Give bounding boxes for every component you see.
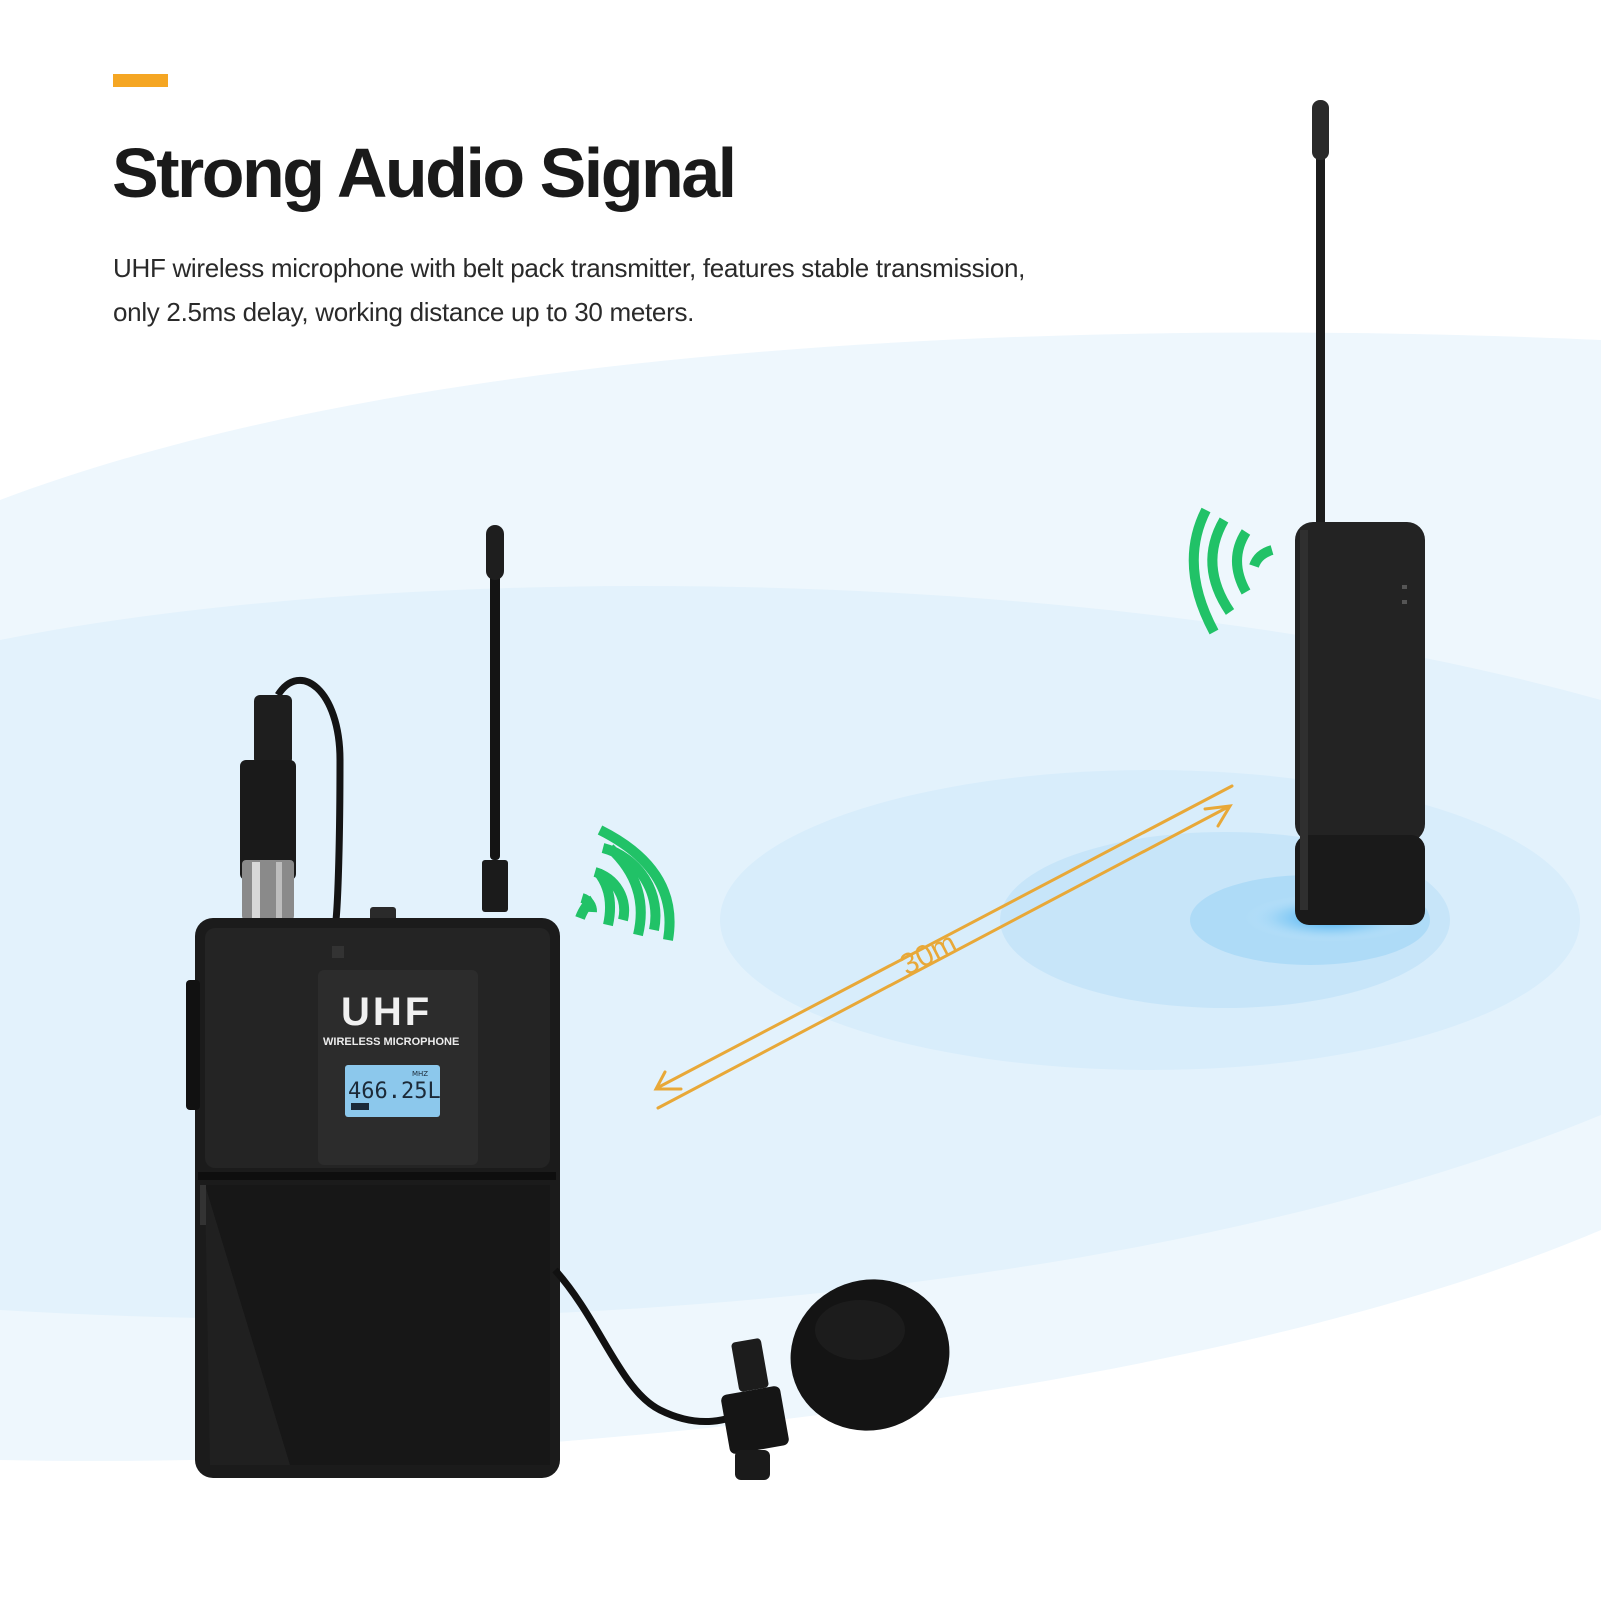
lcd-unit: MHZ xyxy=(412,1070,428,1078)
page-title: Strong Audio Signal xyxy=(112,134,737,212)
lavalier-microphone xyxy=(721,1279,950,1480)
xlr-connector xyxy=(240,695,296,920)
lcd-frequency: 466.25L xyxy=(348,1079,441,1104)
transmitter-antenna xyxy=(482,525,508,912)
brand-label: UHF xyxy=(341,990,432,1034)
receiver-device xyxy=(1295,100,1425,925)
lavalier-cable xyxy=(552,1267,752,1426)
mic-cable xyxy=(275,676,344,921)
distance-arrow xyxy=(653,784,1234,1110)
description: UHF wireless microphone with belt pack t… xyxy=(113,246,1113,334)
label-plate: UHF WIRELESS MICROPHONE 466.25L MHZ xyxy=(318,970,478,1165)
battery-icon xyxy=(351,1103,369,1110)
sub-label: WIRELESS MICROPHONE xyxy=(323,1036,459,1048)
accent-bar xyxy=(113,74,168,87)
signal-waves-icon xyxy=(1188,507,1274,635)
description-line: UHF wireless microphone with belt pack t… xyxy=(113,253,1026,283)
description-line: only 2.5ms delay, working distance up to… xyxy=(113,297,695,327)
